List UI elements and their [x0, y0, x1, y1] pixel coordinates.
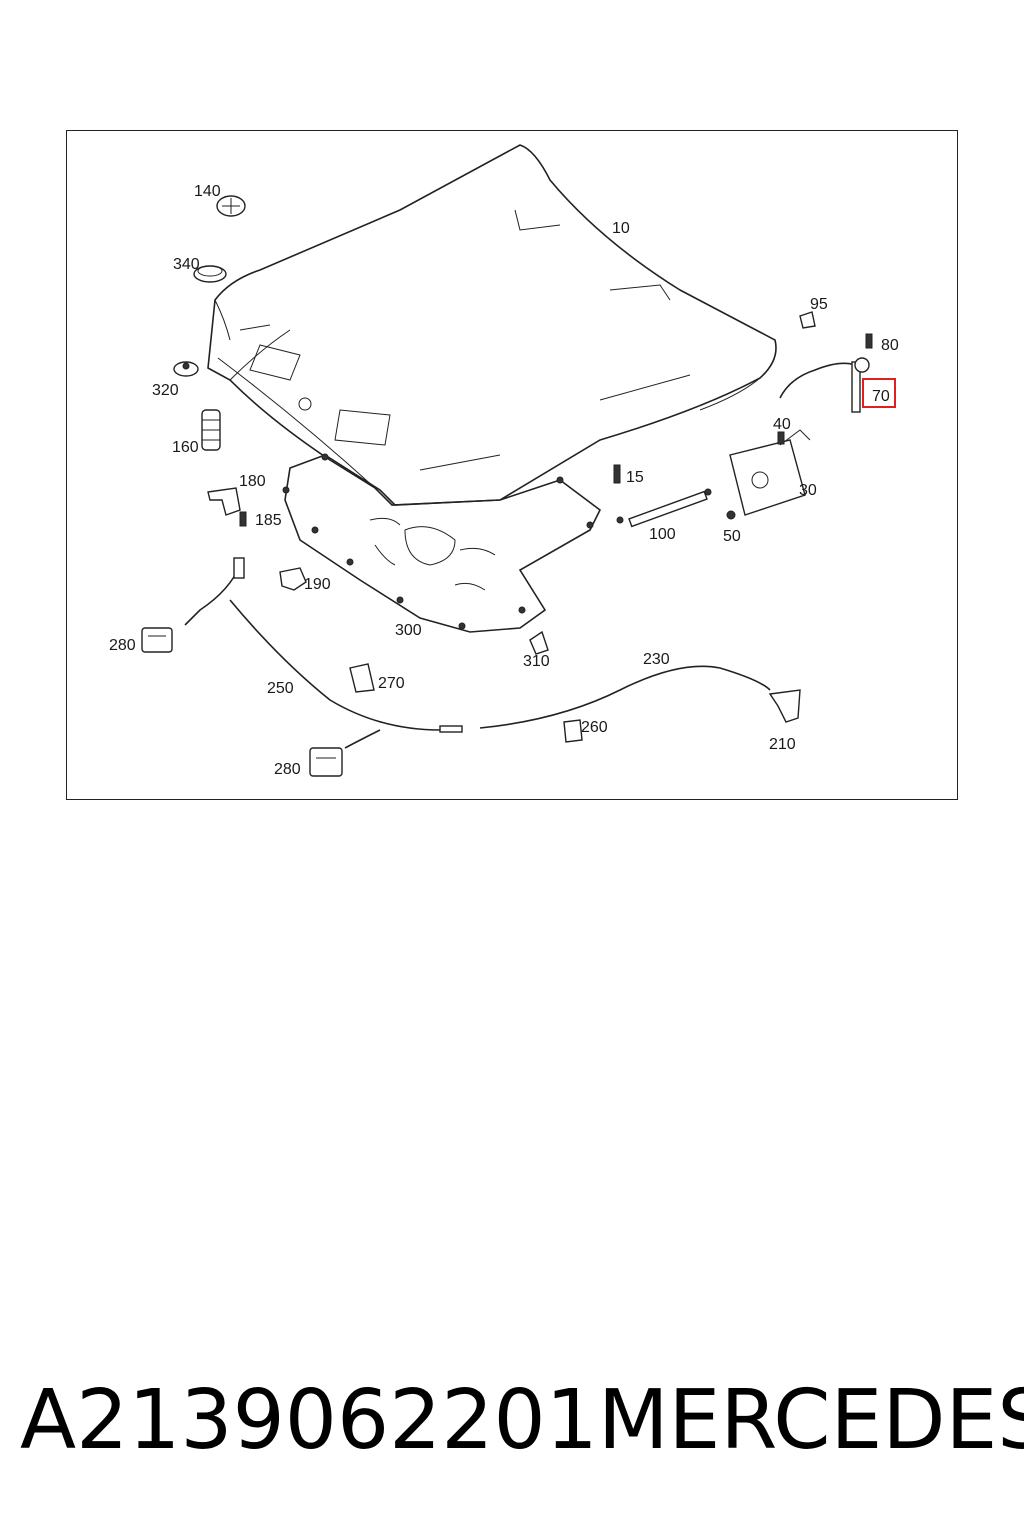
callout-30: 30	[799, 482, 817, 499]
callout-320: 320	[152, 382, 179, 399]
lock-280-bottom	[309, 747, 343, 777]
callout-80: 80	[881, 337, 899, 354]
insulation-mat	[282, 453, 602, 633]
callout-310: 310	[523, 653, 550, 670]
brand-name: MERCEDES	[597, 1372, 1024, 1468]
stop-160	[201, 409, 221, 451]
highlight-box	[862, 378, 896, 408]
callout-190: 190	[304, 576, 331, 593]
lock-280-left	[141, 627, 173, 653]
callout-280-bottom: 280	[274, 761, 301, 778]
diagram-frame	[66, 130, 958, 800]
callout-340: 340	[173, 256, 200, 273]
callout-160: 160	[172, 439, 199, 456]
callout-260: 260	[581, 719, 608, 736]
callout-15: 15	[626, 469, 644, 486]
callout-230: 230	[643, 651, 670, 668]
buffer-320	[173, 361, 199, 377]
latch-30	[729, 429, 811, 516]
bolt-15	[613, 464, 621, 484]
release-cable-230	[479, 665, 771, 729]
sensor-70	[779, 357, 870, 413]
callout-280-left: 280	[109, 637, 136, 654]
emblem-140	[216, 195, 246, 217]
callout-185: 185	[255, 512, 282, 529]
part-number: A2139062201	[20, 1372, 598, 1468]
bracket-180	[207, 487, 247, 527]
screw-40	[777, 431, 785, 445]
callout-180: 180	[239, 473, 266, 490]
callout-40: 40	[773, 416, 791, 433]
strut-100	[616, 488, 712, 528]
clip-260	[563, 719, 583, 743]
callout-95: 95	[810, 296, 828, 313]
clip-310	[529, 630, 549, 655]
release-cable-250	[184, 557, 463, 749]
callout-250: 250	[267, 680, 294, 697]
grommet-340	[193, 265, 227, 283]
bolt-80	[865, 333, 873, 349]
hood-panel	[207, 144, 777, 506]
clip-50	[726, 510, 736, 520]
callout-10: 10	[612, 220, 630, 237]
clip-190	[279, 567, 307, 591]
callout-100: 100	[649, 526, 676, 543]
footer: A2139062201 MERCEDES	[20, 1370, 1024, 1470]
callout-270: 270	[378, 675, 405, 692]
callout-140: 140	[194, 183, 221, 200]
callout-70: 70	[872, 388, 890, 405]
callout-300: 300	[395, 622, 422, 639]
callout-210: 210	[769, 736, 796, 753]
clip-95	[799, 311, 816, 329]
handle-210	[768, 689, 801, 723]
callout-50: 50	[723, 528, 741, 545]
holder-270	[349, 663, 375, 693]
